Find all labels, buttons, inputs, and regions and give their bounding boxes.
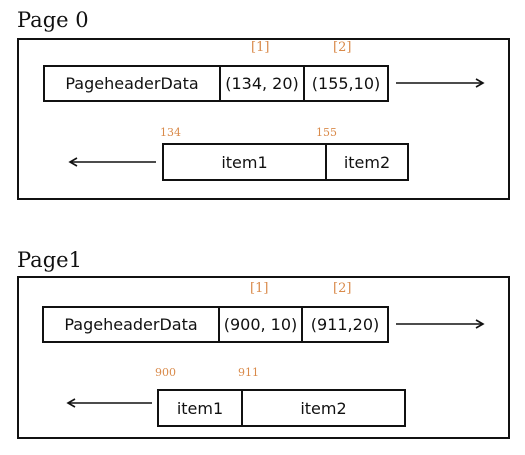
page0-box [17,38,510,200]
page1-right-arrow-icon [396,319,485,329]
page0-item2: item2 [325,143,409,181]
page0-item2-offset: 155 [316,126,337,139]
page0-header-label: PageheaderData [43,65,221,102]
page0-slot2-index: [2] [333,40,352,55]
page1-slot2-index: [2] [333,281,352,296]
page1-header-slot2: (911,20) [301,306,389,343]
page0-title: Page 0 [17,8,89,32]
page1-header-label: PageheaderData [42,306,220,343]
page0-item1-offset: 134 [160,126,181,139]
page0-header-slot2: (155,10) [303,65,389,102]
page0-header-slot1: (134, 20) [219,65,305,102]
page1-left-arrow-icon [66,398,152,408]
page0-left-arrow-icon [68,157,156,167]
page1-item2: item2 [241,389,406,427]
page1-title: Page1 [17,248,82,272]
page1-item1-offset: 900 [155,366,176,379]
page1-item1: item1 [157,389,243,427]
page1-header-slot1: (900, 10) [218,306,303,343]
page0-right-arrow-icon [396,78,485,88]
page0-item1: item1 [162,143,327,181]
page1-box [17,276,510,439]
page0-slot1-index: [1] [251,40,270,55]
page1-item2-offset: 911 [238,366,259,379]
page1-slot1-index: [1] [250,281,269,296]
